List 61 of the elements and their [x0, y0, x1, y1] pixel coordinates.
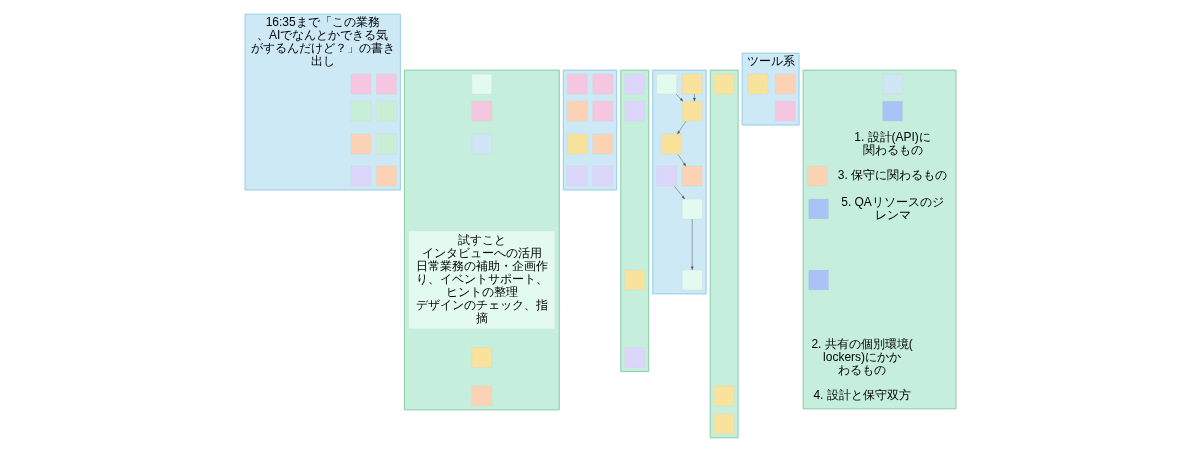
node-box: [592, 74, 613, 95]
label: 4. 設計と保守双方: [812, 387, 911, 402]
cluster: [562, 69, 617, 191]
node-box: [566, 133, 587, 155]
cluster: [709, 69, 739, 439]
arrow: [692, 93, 696, 102]
node-box: [713, 385, 734, 406]
node-box: [681, 269, 702, 291]
node-box: [375, 74, 396, 95]
node-box: [471, 385, 492, 406]
node-box: 試すこと インタビューへの活用 日常業務の補助・企画作り、イベントサポート、ヒントの整理 デザインのチェック、指摘: [408, 230, 555, 330]
node-box: [806, 165, 827, 187]
node-box: [747, 74, 768, 95]
label: 1. 設計(API)に関わるもの: [853, 129, 931, 157]
node-box: [566, 100, 587, 122]
node-box: [660, 133, 681, 155]
node-box: [375, 100, 396, 122]
cluster: [651, 69, 707, 295]
arrow: [673, 185, 685, 200]
node-box: [592, 133, 613, 155]
node-box: [881, 100, 903, 122]
node-box: [808, 198, 829, 220]
node-box: [624, 347, 645, 368]
cluster: [802, 69, 956, 410]
node-box: [471, 133, 492, 155]
node-box: [350, 74, 371, 95]
node-box: [656, 74, 677, 95]
node-box: [566, 74, 587, 95]
node-box: [681, 100, 702, 122]
node-box: [681, 198, 702, 220]
node-box: [375, 165, 396, 187]
cluster: ツール系: [741, 52, 799, 126]
node-box: [592, 100, 613, 122]
arrow: [690, 218, 693, 270]
node-box: [350, 100, 371, 122]
cluster: [403, 69, 560, 411]
node-box: [713, 74, 734, 95]
node-box: [774, 100, 795, 122]
arrow: [676, 120, 686, 135]
node-box: [681, 165, 702, 187]
node-box: [713, 413, 734, 434]
node-box: [624, 100, 645, 122]
node-box: [881, 74, 903, 95]
node-box: [624, 269, 645, 291]
node-box: [774, 74, 795, 95]
label: 2. 共有の個別環境(lockers)にかかわるもの: [810, 336, 913, 377]
label: 3. 保守に関わるもの: [837, 168, 947, 183]
arrow: [675, 93, 683, 102]
cluster: 16:35まで「この業務、AIでなんとかできる気がするんだけど？」の書き出し: [244, 13, 401, 191]
label: 5. QAリソースのジレンマ: [840, 194, 944, 222]
arrow: [677, 153, 686, 167]
cluster: [619, 69, 649, 372]
node-box: [471, 100, 492, 122]
node-box: [350, 133, 371, 155]
node-box: [471, 347, 492, 368]
node-box: [471, 74, 492, 95]
node-box: [624, 74, 645, 95]
node-box: [656, 165, 677, 187]
node-box: [681, 74, 702, 95]
node-box: [808, 269, 829, 291]
node-box: [375, 133, 396, 155]
